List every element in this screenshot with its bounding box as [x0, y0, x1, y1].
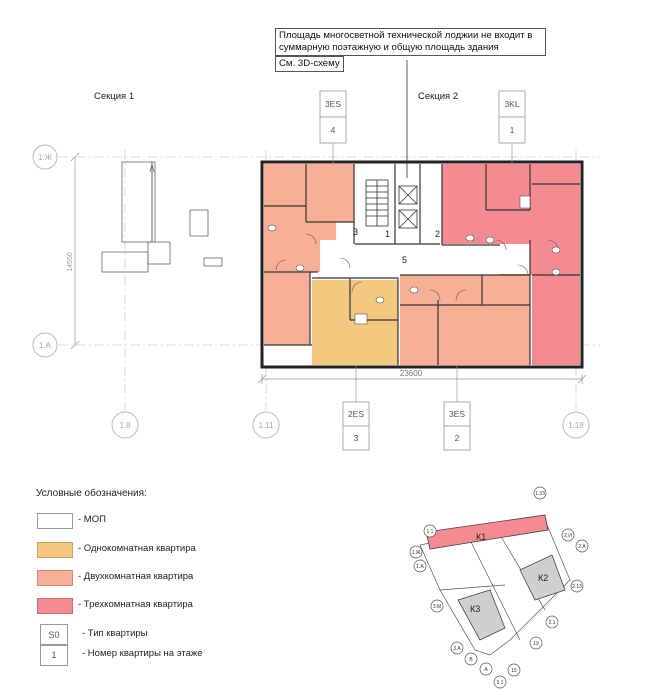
room-number-3: 3 [353, 227, 358, 237]
tag-apt3-number: 3 [354, 433, 359, 443]
3d-scheme-reference: См. 3D-схему [275, 56, 344, 72]
height-dimension-label: 14550 [67, 252, 74, 272]
key-axis-1a: 1.А [416, 564, 424, 570]
key-axis-2i: 2.И [564, 533, 572, 539]
neighbor-building-outline [101, 161, 223, 273]
legend-swatch-mop [37, 513, 73, 529]
axis-bubbles [32, 144, 590, 439]
apartment-2 [400, 275, 530, 365]
legend-num-box: 1 [40, 644, 68, 666]
legend-num-box-text: 1 [51, 650, 57, 660]
axis-label-118: 1.18 [568, 421, 584, 430]
key-k1 [425, 514, 549, 550]
legend-label-3room: - Трехкомнатная квартира [78, 599, 193, 610]
key-axis-3a: 3.А [453, 646, 461, 652]
key-axis-21: 2.1 [549, 620, 556, 626]
apartment-left-lower [264, 272, 310, 345]
building [260, 160, 584, 369]
tag-apt1-number: 1 [510, 125, 515, 135]
key-label-k3: К3 [470, 604, 480, 614]
tag-apt2-type: 3ES [449, 409, 465, 419]
key-axis-19: 19 [533, 641, 539, 647]
section-1-label: Секция 1 [94, 91, 134, 102]
fixtures [267, 195, 561, 325]
key-axis-15: 15 [511, 668, 517, 674]
key-label-k1: К1 [476, 532, 486, 542]
tag-apt2-number: 2 [455, 433, 460, 443]
note-line-2: суммарную поэтажную и общую площадь здан… [279, 42, 499, 53]
width-dimension-label: 23600 [400, 369, 423, 378]
apartment-tags-lines [332, 143, 513, 402]
key-axis-31: 3.1 [497, 680, 504, 686]
key-label-k2: К2 [538, 573, 548, 583]
room-number-1: 1 [385, 229, 390, 239]
elevators [398, 185, 418, 229]
key-axis-133: 1.33 [535, 491, 545, 497]
tag-apt4-type: 3ES [325, 99, 341, 109]
key-axis-v: В [469, 657, 473, 663]
height-dimension [70, 152, 80, 350]
note-line-1: Площадь многосветной технической лоджии … [279, 30, 533, 41]
staircase [365, 179, 389, 227]
legend-type-label: - Тип квартиры [82, 628, 148, 639]
legend-swatch-1room [37, 542, 73, 558]
legend-num-label: - Номер квартиры на этаже [82, 648, 203, 659]
legend-title: Условные обозначения: [36, 488, 147, 499]
legend-label-2room: - Двухкомнатная квартира [78, 571, 194, 582]
axis-label-111: 1.11 [259, 421, 275, 430]
room-number-5: 5 [402, 255, 407, 265]
legend-swatch-2room [37, 570, 73, 586]
axis-label-18: 1.8 [119, 421, 131, 430]
legend-type-box: S0 [40, 624, 68, 646]
door-swings [275, 233, 559, 301]
tag-apt1-type: 3KL [504, 99, 519, 109]
legend-swatch-3room [37, 598, 73, 614]
key-axis-2a: 2.А [578, 544, 586, 550]
tag-apt4-number: 4 [331, 125, 336, 135]
key-axis-a: А [484, 667, 488, 673]
key-plan: 1.33 1.1 1.Ж 1.А 2.И 2.А 2.13 2.1 3.М 19… [409, 486, 589, 689]
apartment-tag-boxes [319, 90, 526, 451]
section-2-label: Секция 2 [418, 91, 458, 102]
key-k3 [457, 589, 506, 641]
apartment-4 [264, 164, 354, 272]
key-k2 [519, 554, 566, 601]
key-axis-3m: 3.М [433, 604, 441, 610]
axis-label-1a: 1.А [39, 341, 52, 350]
3d-scheme-link: См. 3D-схему [279, 58, 340, 69]
tag-apt3-type: 2ES [348, 409, 364, 419]
legend-label-mop: - МОП [78, 514, 106, 525]
axis-label-1zh: 1.Ж [38, 153, 53, 162]
legend-type-box-text: S0 [48, 630, 60, 640]
technical-loggia-note: Площадь многосветной технической лоджии … [275, 28, 546, 56]
width-dimension [257, 374, 587, 384]
legend-label-1room: - Однокомнатная квартира [78, 543, 196, 554]
key-axis-11: 1.1 [427, 529, 434, 535]
key-axis-1zh: 1.Ж [412, 550, 421, 556]
key-axis-213: 2.13 [572, 584, 582, 590]
room-number-2: 2 [435, 229, 440, 239]
